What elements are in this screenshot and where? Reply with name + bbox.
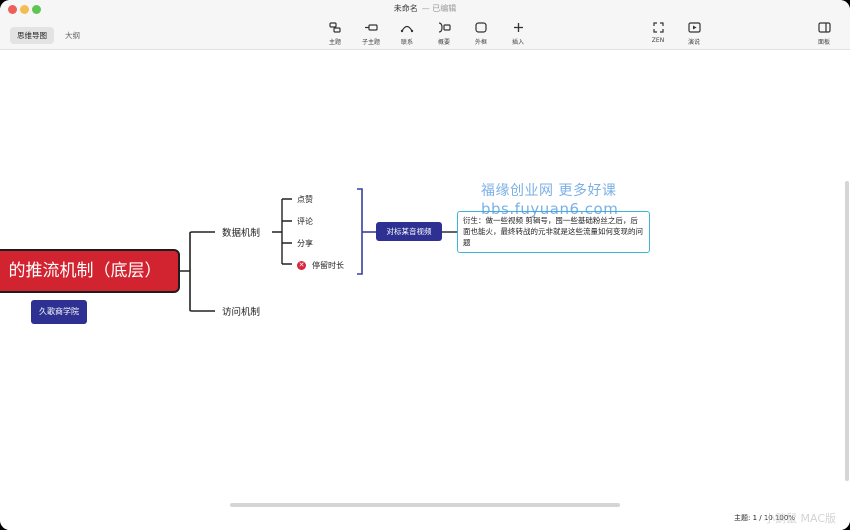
present-button[interactable]: 演说	[679, 22, 709, 46]
minimize-window-button[interactable]	[20, 5, 29, 14]
subtopic-dwell-time[interactable]: 停留时长	[312, 261, 344, 270]
relation-icon	[392, 22, 422, 36]
summary-node[interactable]: 对标某音视频	[376, 222, 442, 241]
summary-label: 概要	[437, 39, 450, 46]
topic-icon	[320, 22, 350, 36]
zen-label: ZEN	[651, 37, 665, 44]
subtopic-icon	[356, 22, 386, 36]
vertical-scrollbar[interactable]	[845, 181, 849, 481]
note-text-box[interactable]: 衍生：做一些视频 剪辑号，囤一些基础粉丝之后，后面也能火，最终转战的元非就是这些…	[457, 211, 650, 253]
topic-button[interactable]: 主题	[320, 22, 350, 46]
document-name: 未命名	[393, 4, 418, 13]
document-status: — 已编辑	[421, 4, 457, 13]
central-topic[interactable]: 的推流机制（底层）	[0, 249, 180, 293]
boundary-icon	[466, 22, 496, 36]
branch-data-mechanism[interactable]: 数据机制	[222, 228, 261, 239]
zen-button[interactable]: ZEN	[643, 22, 673, 44]
tab-mindmap[interactable]: 思维导图	[10, 27, 54, 44]
topic-label: 主题	[328, 39, 341, 46]
watermark-line1: 福缘创业网 更多好课	[481, 183, 617, 199]
relation-label: 联系	[400, 39, 413, 46]
branch-access-mechanism[interactable]: 访问机制	[222, 307, 261, 318]
title-bar: 未命名— 已编辑 思维导图 大纲 主题 子主题 联系	[0, 0, 850, 50]
plus-icon	[503, 22, 533, 36]
panel-button[interactable]: 面板	[809, 22, 839, 46]
present-label: 演说	[687, 39, 700, 46]
close-window-button[interactable]	[8, 5, 17, 14]
view-tabs: 思维导图 大纲	[10, 27, 87, 44]
boundary-button[interactable]: 外框	[466, 22, 496, 46]
note-text: 衍生：做一些视频 剪辑号，囤一些基础粉丝之后，后面也能火，最终转战的元非就是这些…	[463, 216, 643, 247]
subtopic-button[interactable]: 子主题	[356, 22, 386, 46]
play-icon	[679, 22, 709, 36]
mindmap-canvas[interactable]: 的推流机制（底层） 久歌商学院 数据机制 访问机制 点赞 评论 分享 ✕ 停留时…	[0, 51, 850, 530]
subtopic-share[interactable]: 分享	[297, 239, 313, 248]
fullscreen-icon	[643, 22, 673, 36]
insert-label: 插入	[511, 39, 524, 46]
boundary-label: 外框	[474, 39, 487, 46]
summary-icon	[429, 22, 459, 36]
summary-button[interactable]: 概要	[429, 22, 459, 46]
tab-outline[interactable]: 大纲	[65, 31, 80, 40]
insert-button[interactable]: 插入	[503, 22, 533, 46]
panel-label: 面板	[817, 39, 830, 46]
horizontal-scrollbar[interactable]	[230, 503, 620, 507]
subtopic-label: 子主题	[361, 39, 380, 46]
warning-icon: ✕	[297, 261, 306, 270]
sidebar-icon	[809, 22, 839, 36]
subtopic-comment[interactable]: 评论	[297, 217, 313, 226]
corner-watermark: 小鹅鼠 MAC版	[764, 512, 836, 525]
zoom-window-button[interactable]	[32, 5, 41, 14]
status-bar: 主题: 1 / 10 100%	[734, 514, 795, 522]
central-label[interactable]: 久歌商学院	[31, 300, 87, 324]
subtopic-like[interactable]: 点赞	[297, 195, 313, 204]
document-title: 未命名— 已编辑	[0, 3, 850, 14]
watermark-line2: bbs.fuyuan6.com	[481, 200, 619, 218]
relation-button[interactable]: 联系	[392, 22, 422, 46]
